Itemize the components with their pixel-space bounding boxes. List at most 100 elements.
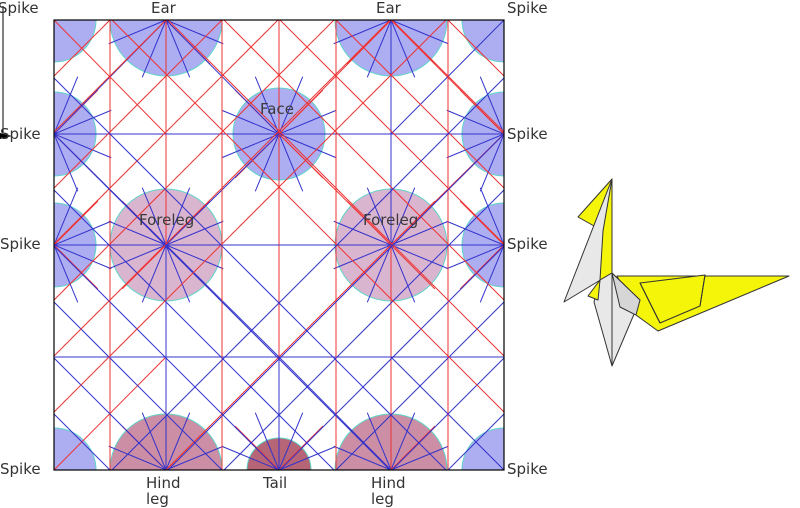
diagonal-crease xyxy=(391,20,504,133)
radial-crease xyxy=(54,187,79,246)
radial-crease xyxy=(333,20,392,45)
radial-crease xyxy=(446,133,504,159)
diagonal-crease xyxy=(335,301,504,470)
label-spike-mid-right: Spike xyxy=(507,125,548,143)
diagonal-crease xyxy=(167,20,504,357)
axis-arrow-icon xyxy=(0,133,12,139)
radial-crease xyxy=(479,76,504,135)
radial-crease xyxy=(366,412,392,470)
label-ear-left: Ear xyxy=(151,0,177,17)
label-spike-bottom-left: Spike xyxy=(0,460,41,478)
connecting-crease xyxy=(278,244,392,358)
connecting-crease xyxy=(278,133,392,246)
radial-crease xyxy=(141,244,167,303)
radial-crease xyxy=(108,20,167,45)
radial-crease xyxy=(165,244,191,303)
model-crease-3 xyxy=(639,282,661,324)
radial-crease xyxy=(254,76,280,135)
radial-crease xyxy=(278,76,304,135)
diagonal-crease xyxy=(447,20,504,77)
label-spike-top-left: Spike xyxy=(0,0,39,17)
model-hip-yellow xyxy=(587,279,601,301)
connecting-crease xyxy=(278,356,392,470)
radial-crease xyxy=(54,200,99,246)
radial-crease xyxy=(165,412,191,470)
radial-crease xyxy=(221,109,280,135)
radial-crease xyxy=(165,20,191,78)
radial-crease xyxy=(141,187,167,246)
radial-crease xyxy=(278,133,304,192)
radial-crease xyxy=(141,20,167,78)
radial-crease xyxy=(54,76,79,135)
radial-crease xyxy=(54,244,99,290)
diagonal-crease xyxy=(279,20,504,245)
radial-crease xyxy=(141,412,167,470)
diagonal-crease xyxy=(54,357,167,470)
diagonal-crease xyxy=(54,77,447,470)
radial-crease xyxy=(390,412,416,470)
radial-crease xyxy=(503,245,504,247)
folded-model-illustration xyxy=(563,178,790,367)
diagonal-crease xyxy=(54,20,167,133)
radial-crease xyxy=(279,469,281,470)
radial-crease xyxy=(54,109,112,135)
diagonal-crease xyxy=(167,133,504,470)
diagonal-crease xyxy=(391,357,504,470)
label-face: Face xyxy=(260,100,294,118)
radial-crease xyxy=(446,109,504,135)
diagonal-crease xyxy=(223,20,504,301)
radial-crease xyxy=(366,187,392,246)
radial-crease xyxy=(278,412,304,470)
label-ear-right: Ear xyxy=(376,0,402,17)
radial-crease xyxy=(366,244,392,303)
radial-crease xyxy=(390,425,436,470)
label-foreleg-right: Foreleg xyxy=(363,211,418,229)
crease-lines xyxy=(54,20,504,470)
radial-crease xyxy=(333,244,392,270)
model-leg-gray xyxy=(611,272,641,316)
label-leg-right: leg xyxy=(371,490,394,508)
label-spike-top-right: Spike xyxy=(507,0,548,17)
diagonal-crease xyxy=(54,20,111,77)
radial-crease xyxy=(234,425,280,470)
radial-crease xyxy=(254,133,280,192)
paper-square xyxy=(53,19,505,471)
radial-crease xyxy=(278,445,337,470)
diagonal-crease xyxy=(54,20,447,413)
radial-crease xyxy=(108,220,167,246)
radial-crease xyxy=(165,187,191,246)
diagonal-crease xyxy=(54,133,391,470)
label-foreleg-left: Foreleg xyxy=(139,211,194,229)
radial-crease xyxy=(479,187,504,246)
label-tail: Tail xyxy=(262,474,287,492)
radial-crease xyxy=(54,220,112,246)
radial-crease xyxy=(446,220,504,246)
connecting-crease xyxy=(278,20,392,135)
radial-crease xyxy=(165,220,224,246)
diagonal-crease xyxy=(447,413,504,470)
label-spike-lower-right: Spike xyxy=(507,235,548,253)
radial-crease xyxy=(165,244,224,270)
radial-crease xyxy=(221,133,280,159)
label-spike-mid-left: Spike xyxy=(0,125,41,143)
radial-crease xyxy=(390,20,416,78)
radial-crease xyxy=(390,187,416,246)
radial-crease xyxy=(390,445,449,470)
diagonal-crease xyxy=(54,413,111,470)
radial-crease xyxy=(333,220,392,246)
diagonal-crease xyxy=(111,20,504,413)
radial-crease xyxy=(278,425,324,470)
radial-crease xyxy=(390,244,436,290)
radial-crease xyxy=(165,20,224,45)
radial-crease xyxy=(108,445,167,470)
diagonal-crease xyxy=(335,20,504,189)
diagonal-crease xyxy=(54,20,335,301)
diagonal-crease xyxy=(54,20,223,189)
label-spike-bottom-right: Spike xyxy=(507,460,548,478)
label-hind-right: Hind xyxy=(371,474,405,492)
diagonal-crease xyxy=(54,189,335,470)
radial-crease xyxy=(390,220,449,246)
radial-crease xyxy=(108,244,167,270)
diagonal-crease xyxy=(279,245,504,470)
